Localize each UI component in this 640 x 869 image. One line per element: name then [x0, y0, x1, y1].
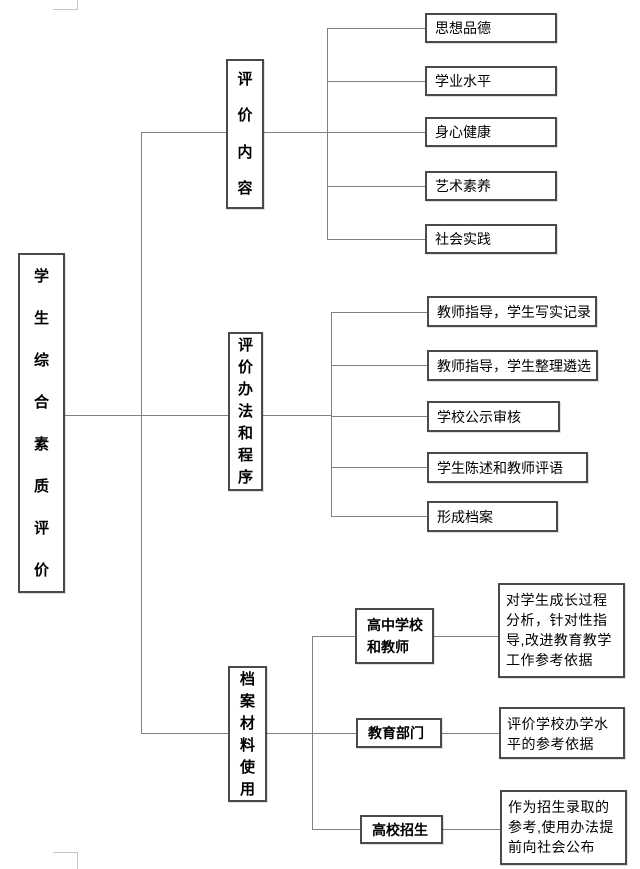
connector-line [327, 239, 425, 240]
connector-line [331, 365, 427, 366]
branch-node-archive-usage: 档案材料使用 [228, 666, 267, 802]
page-margin-mark-bottom [53, 852, 78, 853]
connector-line [263, 415, 331, 416]
desc-node-high-school-teachers: 对学生成长过程分析，针对性指导,改进教育教学工作参考依据 [498, 583, 625, 678]
leaf-node: 学业水平 [425, 66, 557, 96]
connector-line [442, 733, 499, 734]
connector-line [331, 467, 427, 468]
connector-line [141, 132, 142, 734]
connector-line [327, 132, 425, 133]
connector-line [312, 733, 356, 734]
connector-line [434, 636, 498, 637]
leaf-label: 思想品德 [435, 20, 491, 36]
desc-node-college-admissions: 作为招生录取的参考,使用办法提前向社会公布 [500, 790, 627, 865]
user-node-high-school-teachers: 高中学校和教师 [355, 608, 434, 664]
connector-line [331, 312, 427, 313]
connector-line [331, 516, 427, 517]
connector-line [312, 636, 355, 637]
connector-line [327, 28, 328, 240]
leaf-label: 教师指导，学生写实记录 [437, 303, 591, 320]
leaf-node: 教师指导，学生整理遴选 [427, 350, 598, 381]
connector-line [263, 132, 327, 133]
page-margin-mark-top [77, 0, 78, 10]
leaf-node: 社会实践 [425, 224, 557, 254]
page-margin-mark-bottom [77, 852, 78, 869]
user-node-education-department: 教育部门 [356, 718, 442, 748]
leaf-label: 形成档案 [437, 508, 493, 525]
leaf-label: 学生陈述和教师评语 [437, 459, 563, 476]
connector-line [267, 733, 312, 734]
leaf-node: 教师指导，学生写实记录 [427, 296, 597, 327]
connector-line [141, 733, 228, 734]
root-node: 学生综合素质评价 [18, 253, 65, 593]
connector-line [141, 132, 226, 133]
branch-node-methods-procedures: 评价办法和程序 [228, 332, 263, 491]
leaf-node: 身心健康 [425, 117, 557, 147]
connector-line [65, 415, 228, 416]
connector-line [327, 186, 425, 187]
leaf-node: 形成档案 [427, 501, 558, 532]
desc-node-education-department: 评价学校办学水平的参考依据 [499, 707, 625, 759]
connector-line [327, 81, 425, 82]
leaf-label: 艺术素养 [435, 178, 491, 194]
leaf-label: 社会实践 [435, 231, 491, 247]
connector-line [331, 416, 427, 417]
connector-line [327, 28, 425, 29]
page-margin-mark-top [53, 9, 78, 10]
connector-line [443, 829, 500, 830]
connector-line [331, 312, 332, 517]
leaf-label: 教师指导，学生整理遴选 [437, 357, 591, 374]
leaf-label: 学校公示审核 [437, 408, 521, 425]
leaf-node: 学校公示审核 [427, 401, 560, 432]
branch-node-evaluation-content: 评价内容 [226, 59, 264, 209]
leaf-node: 艺术素养 [425, 171, 557, 201]
leaf-node: 思想品德 [425, 13, 557, 43]
user-node-college-admissions: 高校招生 [360, 815, 443, 844]
leaf-label: 学业水平 [435, 73, 491, 89]
connector-line [312, 829, 360, 830]
leaf-node: 学生陈述和教师评语 [427, 452, 588, 483]
leaf-label: 身心健康 [435, 124, 491, 140]
